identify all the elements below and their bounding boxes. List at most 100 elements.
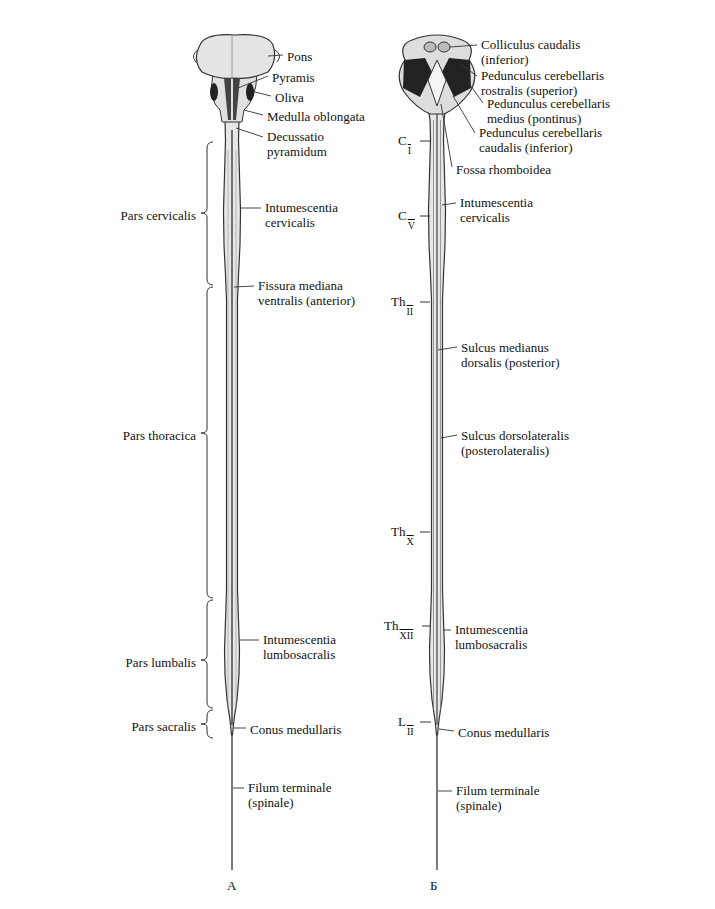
spinal-cord [222,100,242,735]
dorsolateral-sulcus [433,120,434,710]
label-slot: Th [391,522,405,540]
anatomy-label: Medulla oblongata [267,109,365,124]
anatomy-label: Colliculus caudalis (inferior) [481,37,601,67]
anatomy-label: Decussatio pyramidum [267,129,357,159]
label-slot: Pyramis [272,68,315,86]
anatomy-label: Filum terminale (spinale) [248,780,343,810]
label-slot: V [408,215,415,233]
anatomy-label: Oliva [275,90,304,105]
level-numeral: X [406,536,413,547]
label-slot: Pons [287,47,312,65]
label-slot: Pars thoracica [123,426,196,444]
cerebellar-peduncles [403,58,432,97]
level-numeral: II [406,306,413,317]
anatomy-label: Sulcus dorsolateralis (posterolateralis) [461,428,596,458]
level-numeral: II [407,726,414,737]
nerve-root [275,50,280,62]
label-slot: X [406,531,413,549]
label-slot: Medulla oblongata [267,107,365,125]
leader-lines [233,45,483,791]
label-slot: Th [391,292,405,310]
anatomy-label: Fissura mediana ventralis (anterior) [258,278,358,308]
anatomy-label: L [398,714,406,729]
brainstem-dorsal [399,35,475,114]
level-tick [420,722,431,723]
level-numeral: V [408,220,415,231]
label-slot: Intumescentia cervicalis [265,200,365,231]
olive [210,83,218,101]
label-slot: Intumescentia cervicalis [460,195,560,226]
label-slot: L [398,712,406,730]
label-slot: Colliculus caudalis (inferior) [481,37,601,68]
filum-terminale [436,735,437,870]
label-slot: Intumescentia lumbosacralis [455,622,555,653]
shading [232,36,233,78]
colliculus [438,42,450,52]
anatomy-label: Th [384,618,398,633]
pyramid [233,78,240,120]
anatomy-label: Pars cervicalis [121,208,196,223]
anatomy-label: Pars thoracica [123,428,196,443]
label-slot: Filum terminale (spinale) [456,783,551,814]
shading [236,150,237,710]
shading [228,150,229,710]
label-slot: II [407,721,414,739]
anatomy-label: Pars lumbalis [126,655,196,670]
fossa-rhomboidea [428,60,446,106]
anatomy-label: Intumescentia lumbosacralis [455,622,555,652]
label-slot: Decussatio pyramidum [267,129,357,160]
anatomy-label: Conus medullaris [250,722,341,737]
label-slot: Fossa rhomboidea [456,160,551,178]
label-slot: Pars lumbalis [126,653,196,671]
median-sulcus [437,112,438,725]
level-tick [422,626,430,627]
anatomy-label: Pedunculus cerebellaris medius (pontinus… [487,96,632,126]
label-slot: Pars cervicalis [121,206,196,224]
label-slot: Sulcus dorsolateralis (posterolateralis) [461,428,596,459]
label-slot: C [398,131,407,149]
label-slot: Pedunculus cerebellaris caudalis (inferi… [479,125,624,156]
label-slot: C [398,206,407,224]
label-slot: Fissura mediana ventralis (anterior) [258,278,358,309]
label-slot: A [227,876,236,894]
label-slot: Conus medullaris [458,723,549,741]
cerebellar-peduncles [442,58,471,97]
anatomy-label: Intumescentia lumbosacralis [263,632,363,662]
anatomy-label: Б [430,878,437,893]
label-slot: Pars sacralis [131,717,196,735]
label-slot: Filum terminale (spinale) [248,780,343,811]
filum-terminale [231,735,232,870]
colliculus [424,42,436,52]
anatomy-label: Intumescentia cervicalis [265,200,365,230]
region-brackets [201,142,213,738]
pons [196,35,274,79]
anatomy-label: Sulcus medianus dorsalis (posterior) [461,340,586,370]
anatomy-label: Th [391,294,405,309]
level-tick [420,302,430,303]
pyramid [224,78,231,120]
spinal-cord [427,100,447,735]
label-slot: Conus medullaris [250,720,341,738]
label-slot: Intumescentia lumbosacralis [263,632,363,663]
anatomy-label: C [398,208,407,223]
anatomy-label: Pons [287,49,312,64]
level-numeral: I [408,145,411,156]
anatomy-label: Pars sacralis [131,719,196,734]
anatomy-label: Pedunculus cerebellaris rostralis (super… [481,68,626,98]
anatomy-label: Fossa rhomboidea [456,162,551,177]
anatomy-label: Pedunculus cerebellaris caudalis (inferi… [479,125,624,155]
dorsolateral-sulcus [440,120,441,710]
anatomy-label: Th [391,524,405,539]
anatomy-label: Intumescentia cervicalis [460,195,560,225]
level-tick [420,141,430,142]
label-slot: I [408,140,411,158]
anatomy-label: Conus medullaris [458,725,549,740]
label-slot: Б [430,876,437,894]
level-tick [420,532,430,533]
label-slot: Pedunculus cerebellaris medius (pontinus… [487,96,632,127]
label-slot: XII [399,625,413,643]
label-slot: Pedunculus cerebellaris rostralis (super… [481,68,626,99]
level-numeral: XII [399,630,413,641]
medulla [212,74,257,122]
